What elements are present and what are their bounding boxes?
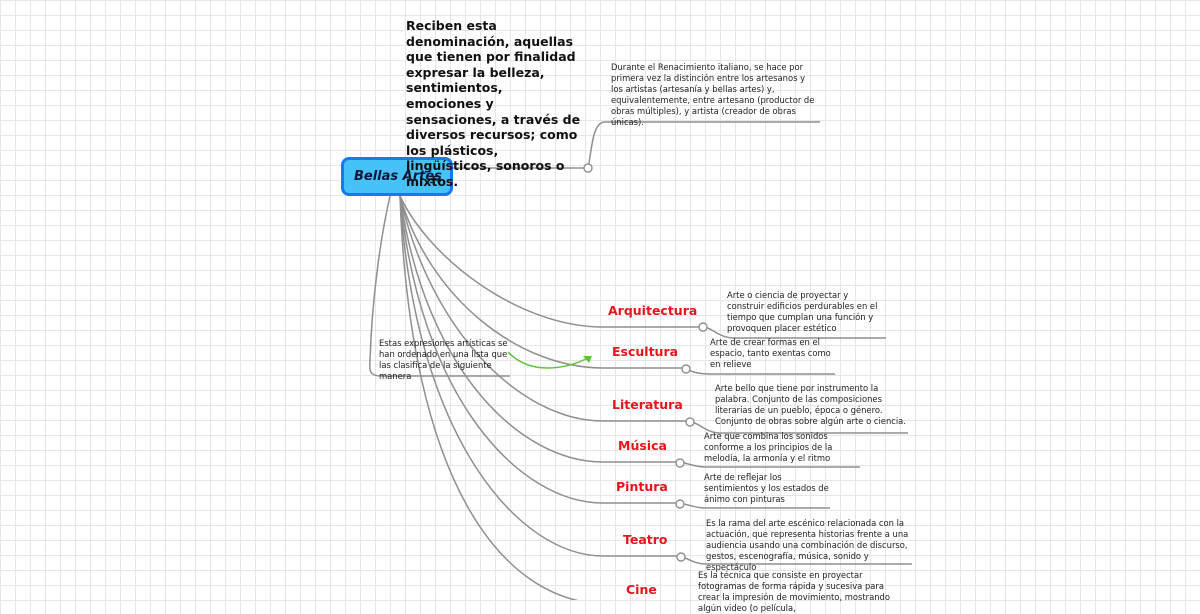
connector-root-arquitectura <box>399 195 703 328</box>
branch-escultura[interactable]: Escultura <box>612 344 679 359</box>
branch-cine[interactable]: Cine <box>626 582 657 597</box>
description-arquitectura[interactable]: Arte o ciencia de proyectar y construir … <box>727 290 878 333</box>
connector-root-musica <box>399 195 680 463</box>
collapse-knob-escultura[interactable] <box>681 364 691 374</box>
connector-root-pintura <box>399 195 680 504</box>
collapse-knob-pintura[interactable] <box>675 499 685 509</box>
description-escultura[interactable]: Arte de crear formas en el espacio, tant… <box>710 337 831 369</box>
description-teatro[interactable]: Es la rama del arte escénico relacionada… <box>706 518 909 572</box>
branch-literatura[interactable]: Literatura <box>612 397 683 412</box>
connector-root-escultura <box>399 195 686 369</box>
collapse-knob-arquitectura[interactable] <box>698 322 708 332</box>
connector-root-classification <box>368 195 510 377</box>
collapse-knob-musica[interactable] <box>675 458 685 468</box>
connector-root-literatura <box>399 195 690 422</box>
intro-topic[interactable]: Reciben esta denominación, aquellas que … <box>406 18 581 189</box>
relationship-arrowhead-icon <box>583 356 592 363</box>
collapse-knob-literatura[interactable] <box>685 417 695 427</box>
branch-teatro[interactable]: Teatro <box>623 532 668 547</box>
description-cine[interactable]: Es la técnica que consiste en proyectar … <box>698 570 890 613</box>
mind-map-connectors <box>368 121 912 600</box>
connector-intro-renaissance <box>587 121 820 169</box>
branch-musica[interactable]: Música <box>618 438 667 453</box>
root-topic-bellas-artes[interactable]: Bellas Artes <box>341 157 453 196</box>
description-musica[interactable]: Arte que combina los sonidos conforme a … <box>704 431 833 463</box>
branch-pintura[interactable]: Pintura <box>616 479 668 494</box>
note-lines-icon[interactable] <box>430 172 442 190</box>
collapse-knob-teatro[interactable] <box>676 552 686 562</box>
root-topic-label: Bellas Artes <box>354 169 442 184</box>
connector-root-cine <box>399 195 579 600</box>
renaissance-note[interactable]: Durante el Renacimiento italiano, se hac… <box>611 62 815 127</box>
description-literatura[interactable]: Arte bello que tiene por instrumento la … <box>715 383 906 426</box>
relationship-arrow <box>507 351 591 369</box>
branch-arquitectura[interactable]: Arquitectura <box>608 303 698 318</box>
connector-root-teatro <box>399 195 681 557</box>
collapse-knob-intro[interactable] <box>583 163 593 173</box>
description-pintura[interactable]: Arte de reflejar los sentimientos y los … <box>704 472 829 504</box>
classification-note[interactable]: Estas expresiones artísticas se han orde… <box>379 338 508 381</box>
